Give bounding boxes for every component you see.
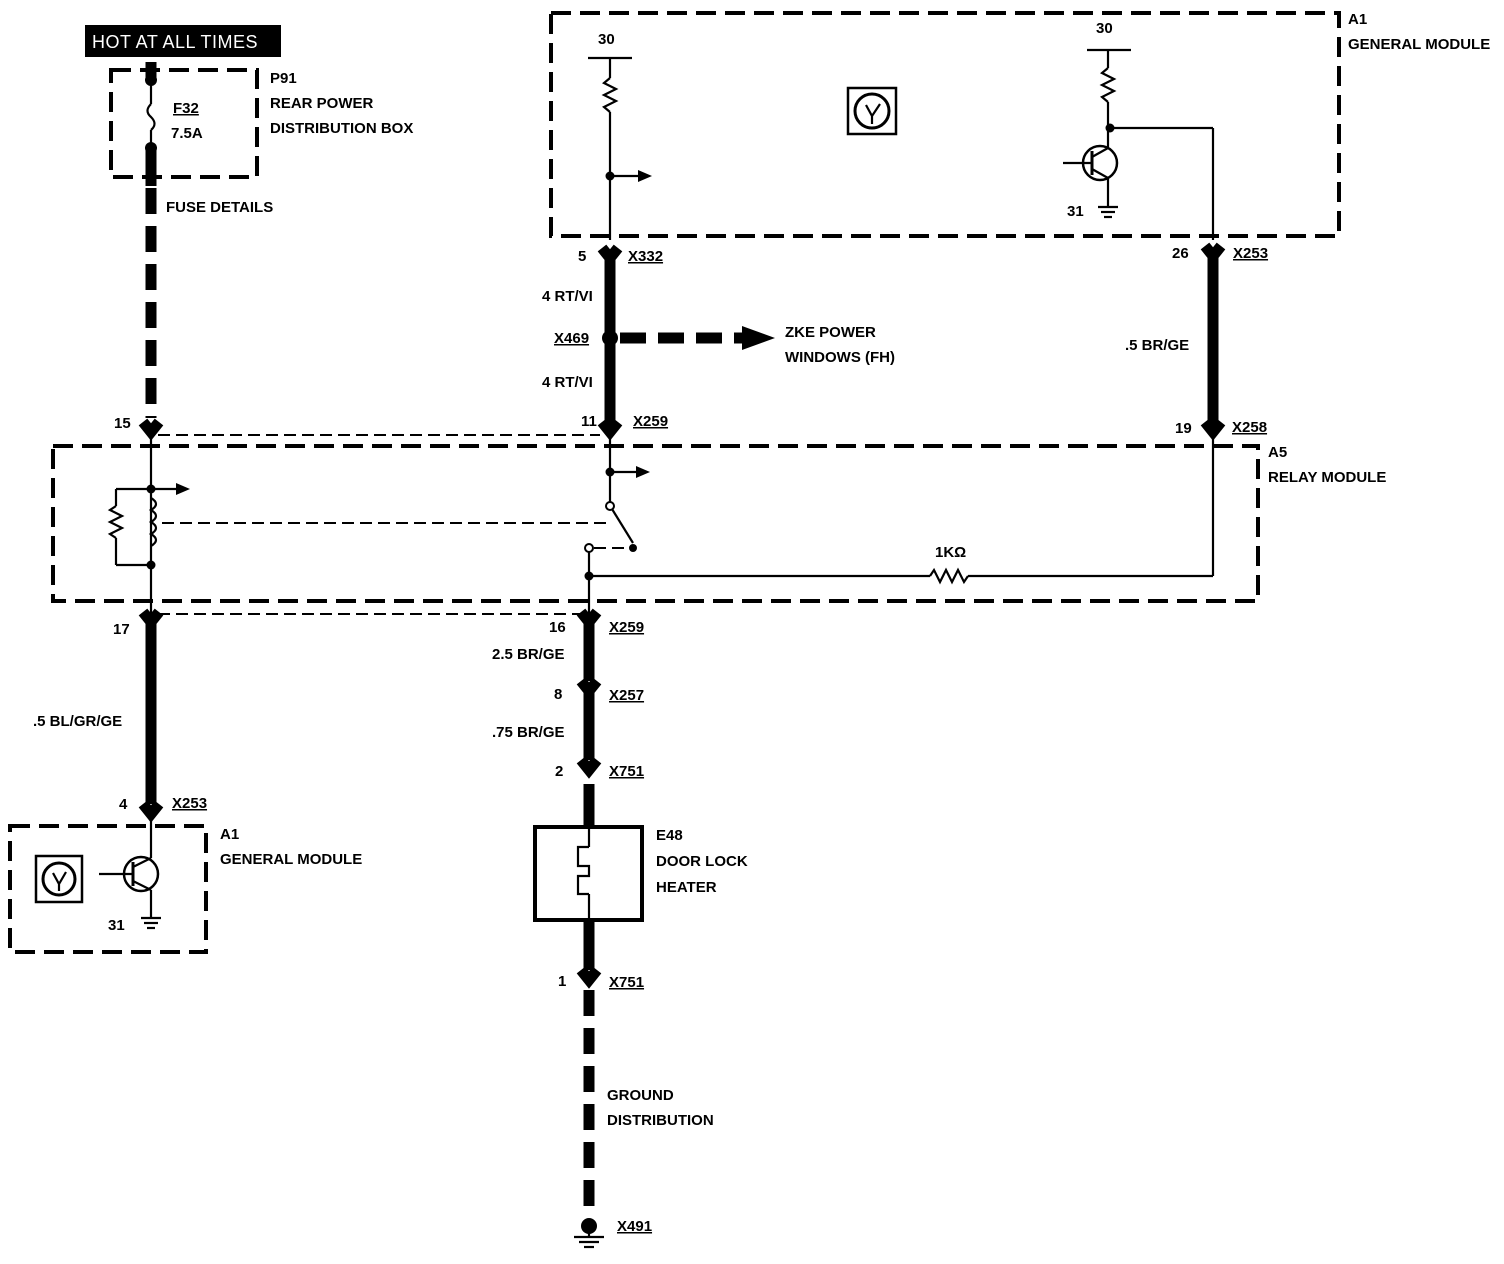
- a5-resistor: 1KΩ: [935, 544, 966, 561]
- conn-x491: X491: [617, 1218, 652, 1235]
- conn-x253-top: X253: [1233, 245, 1268, 262]
- ground-dist-line2: DISTRIBUTION: [607, 1112, 714, 1129]
- zke-line2: WINDOWS (FH): [785, 349, 895, 366]
- fuse-details-label: FUSE DETAILS: [166, 199, 273, 216]
- fuse-rating: 7.5A: [171, 125, 203, 142]
- pin-1: 1: [558, 973, 566, 990]
- a1-top-id: A1: [1348, 11, 1367, 28]
- conn-x469: X469: [554, 330, 589, 347]
- e48-door-lock-heater: [533, 825, 644, 922]
- wire-label-brge-25: 2.5 BR/GE: [492, 646, 565, 663]
- p91-name-line1: REAR POWER: [270, 95, 374, 112]
- module-symbol-icon: [34, 854, 84, 904]
- ground-dist-line1: GROUND: [607, 1087, 674, 1104]
- conn-x751-upper: X751: [609, 763, 644, 780]
- a5-name: RELAY MODULE: [1268, 469, 1386, 486]
- heater-element-icon: [576, 845, 591, 896]
- pin-8: 8: [554, 686, 562, 703]
- splice-x469: [602, 330, 618, 346]
- conn-x258: X258: [1232, 419, 1267, 436]
- a1-bottom-id: A1: [220, 826, 239, 843]
- pin-26: 26: [1172, 245, 1189, 262]
- conn-x332: X332: [628, 248, 663, 265]
- a1-top-module: [549, 11, 1341, 240]
- arrow-icon: [176, 483, 190, 495]
- pin-11: 11: [581, 413, 597, 430]
- relay-switch-icon: [611, 508, 634, 544]
- a1-top-pin31: 31: [1067, 203, 1084, 220]
- e48-name-line2: HEATER: [656, 879, 717, 896]
- pin-2: 2: [555, 763, 563, 780]
- conn-x253-bottom: X253: [172, 795, 207, 812]
- e48-id: E48: [656, 827, 683, 844]
- pin-5: 5: [578, 248, 586, 265]
- conn-x257: X257: [609, 687, 644, 704]
- resistor-icon: [601, 77, 619, 113]
- pin-4: 4: [119, 796, 128, 813]
- arrow-icon: [636, 466, 650, 478]
- fuse-id: F32: [173, 100, 199, 117]
- zke-line1: ZKE POWER: [785, 324, 876, 341]
- e48-name-line1: DOOR LOCK: [656, 853, 748, 870]
- wire-label-rtvi-upper: 4 RT/VI: [542, 288, 593, 305]
- pin-17: 17: [113, 621, 130, 638]
- pin-16: 16: [549, 619, 566, 636]
- hot-at-all-times-banner: [85, 25, 281, 57]
- wire-label-brge-05: .5 BR/GE: [1125, 337, 1189, 354]
- wire-label-blgrge: .5 BL/GR/GE: [33, 713, 122, 730]
- a1-top-pin30-left: 30: [598, 31, 615, 48]
- a1-top-name: GENERAL MODULE: [1348, 36, 1490, 53]
- wire-label-brge-075: .75 BR/GE: [492, 724, 565, 741]
- p91-name-line2: DISTRIBUTION BOX: [270, 120, 413, 137]
- conn-x259-top: X259: [633, 413, 668, 430]
- arrow-icon: [742, 326, 775, 350]
- resistor-icon: [1099, 67, 1117, 103]
- wire-label-rtvi-lower: 4 RT/VI: [542, 374, 593, 391]
- pin-15: 15: [114, 415, 131, 432]
- pin-19: 19: [1175, 420, 1192, 437]
- a5-id: A5: [1268, 444, 1287, 461]
- hot-at-all-times-label: HOT AT ALL TIMES: [92, 32, 258, 52]
- a1-bottom-name: GENERAL MODULE: [220, 851, 362, 868]
- arrow-icon: [638, 170, 652, 182]
- p91-distribution-box: [109, 62, 259, 186]
- relay-coil-icon: [148, 497, 158, 547]
- p91-id: P91: [270, 70, 297, 87]
- conn-x259-bottom: X259: [609, 619, 644, 636]
- resistor-icon: [107, 505, 125, 539]
- conn-x751-lower: X751: [609, 974, 644, 991]
- resistor-icon: [929, 567, 969, 585]
- ground-splice: [581, 1218, 597, 1234]
- fuse-icon: [146, 103, 156, 131]
- module-symbol-icon: [846, 86, 898, 136]
- a5-relay-module: [51, 432, 1260, 618]
- a1-bottom-pin31: 31: [108, 917, 125, 934]
- a1-bottom-module: [8, 814, 208, 954]
- a1-top-pin30-right: 30: [1096, 20, 1113, 37]
